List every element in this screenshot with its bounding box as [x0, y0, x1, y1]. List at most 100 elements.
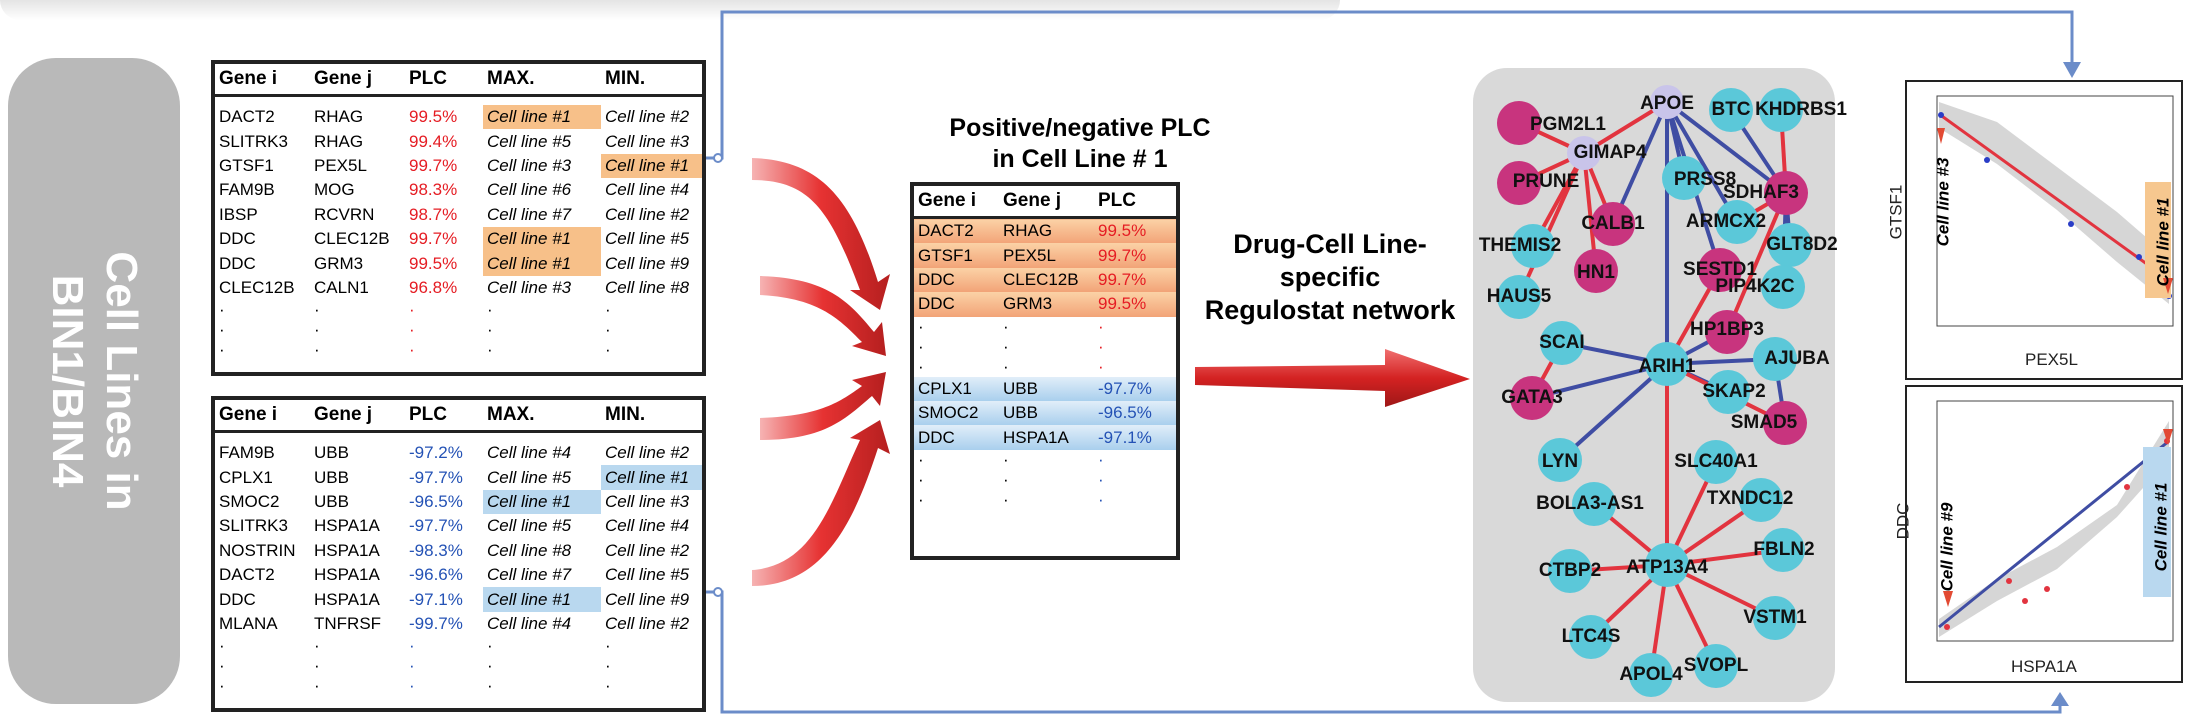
gene-i-cell: FAM9B	[219, 180, 275, 200]
plc-cell: -97.7%	[409, 516, 463, 536]
network-edge	[1611, 101, 1669, 225]
gene-j-cell: TNFRSF	[314, 613, 382, 633]
ellipsis-row: ·····	[215, 656, 702, 676]
network-node	[1662, 156, 1706, 200]
ellipsis-cell: ·	[219, 656, 225, 676]
gene-j-cell: GRM3	[999, 292, 1094, 317]
min-cell-line-cell: Cell line #3	[605, 131, 690, 151]
ellipsis-row: ···	[914, 357, 1176, 377]
ellipsis-row: ···	[914, 450, 1176, 470]
network-node-label: PRSS8	[1673, 169, 1737, 190]
ellipsis-cell: ·	[219, 320, 225, 340]
scatter-top-ci-band	[1939, 102, 2169, 304]
ellipsis-cell: ·	[409, 636, 415, 656]
network-title: Drug-Cell Line- specific Regulostat netw…	[1175, 228, 1485, 327]
gene-i-cell: GTSF1	[914, 243, 999, 268]
gene-j-cell: CLEC12B	[314, 229, 390, 249]
ellipsis-cell: ·	[409, 320, 415, 340]
gene-i-cell: SLITRK3	[219, 131, 288, 151]
network-edge	[1665, 100, 1739, 224]
gene-i-cell: CPLX1	[914, 376, 999, 401]
network-node-label: AJUBA	[1764, 348, 1830, 369]
network-node-label: FBLN2	[1753, 539, 1815, 560]
scatter-top-fit-line	[1938, 112, 2170, 282]
gene-i-cell: DACT2	[914, 217, 999, 244]
network-node-label: BOLA3-AS1	[1536, 493, 1644, 514]
network-node-label: VSTM1	[1743, 607, 1807, 628]
ellipsis-cell: ·	[918, 489, 924, 509]
network-node	[1705, 310, 1749, 354]
network-edge	[1531, 362, 1668, 400]
plc-cell: -97.1%	[1094, 425, 1176, 450]
network-node	[1698, 248, 1742, 292]
gene-i-cell: DDC	[219, 589, 256, 609]
network-node	[1759, 88, 1803, 132]
gene-j-cell: HSPA1A	[314, 565, 380, 585]
network-node-label: GATA3	[1501, 387, 1563, 408]
network-node-label: SESTD1	[1683, 259, 1757, 280]
network-edge	[1558, 362, 1669, 462]
column-header: MIN.	[601, 400, 702, 433]
column-header: MIN.	[601, 64, 702, 97]
ellipsis-cell: ·	[314, 300, 320, 320]
ellipsis-cell: ·	[605, 320, 611, 340]
network-node	[1497, 161, 1541, 205]
ellipsis-row: ·····	[215, 340, 702, 360]
min-cell-line-cell: Cell line #2	[605, 540, 690, 560]
network-node	[1567, 136, 1601, 170]
network-node-label: APOE	[1640, 93, 1694, 114]
ellipsis-cell: ·	[409, 340, 415, 360]
ellipsis-cell: ·	[918, 336, 924, 356]
gene-i-cell: SLITRK3	[219, 516, 288, 536]
gene-i-cell: MLANA	[219, 613, 278, 633]
scatter-bottom-plot	[1936, 400, 2174, 642]
ellipsis-cell: ·	[1098, 489, 1104, 509]
scatter-top-point	[2136, 254, 2142, 260]
ellipsis-cell: ·	[409, 300, 415, 320]
gene-i-cell: DDC	[219, 253, 256, 273]
network-node-label: CALB1	[1581, 213, 1645, 234]
network-node	[1709, 88, 1753, 132]
network-node	[1645, 342, 1689, 386]
ellipsis-cell: ·	[1003, 336, 1009, 356]
scatter-bottom-point	[2044, 586, 2050, 592]
network-node	[1753, 337, 1797, 381]
column-header: Gene j	[999, 186, 1094, 219]
min-cell-line-cell: Cell line #1	[601, 465, 702, 490]
network-edge	[1725, 192, 1788, 333]
gene-j-cell: MOG	[314, 180, 355, 200]
gene-i-cell: DDC	[914, 425, 999, 450]
network-node	[1761, 265, 1805, 309]
gene-i-cell: CLEC12B	[219, 277, 295, 297]
scatter-bottom-point	[2006, 578, 2012, 584]
plc-cell: -98.3%	[409, 540, 463, 560]
plc-cell: -97.2%	[409, 443, 463, 463]
network-node	[1706, 370, 1750, 414]
network-node	[1763, 401, 1807, 445]
ellipsis-cell: ·	[1098, 316, 1104, 336]
ellipsis-row: ···	[914, 490, 1176, 510]
ellipsis-row: ·····	[215, 320, 702, 340]
gene-i-cell: SMOC2	[914, 400, 999, 426]
network-node-label: PRUNE	[1512, 171, 1580, 192]
ellipsis-cell: ·	[487, 656, 493, 676]
max-cell-line-cell: Cell line #7	[487, 204, 572, 224]
ellipsis-row: ·····	[215, 636, 702, 656]
network-node-label: SDHAF3	[1722, 182, 1800, 203]
ellipsis-cell: ·	[605, 676, 611, 696]
arrow-curve-2	[760, 276, 886, 356]
scatter-top-point	[1938, 112, 1944, 118]
network-node	[1569, 615, 1613, 659]
top-banner-strip	[0, 0, 1340, 20]
connector-top-arrow	[2063, 62, 2081, 78]
ellipsis-cell: ·	[219, 676, 225, 696]
ellipsis-cell: ·	[314, 340, 320, 360]
column-header: MAX.	[483, 64, 601, 97]
